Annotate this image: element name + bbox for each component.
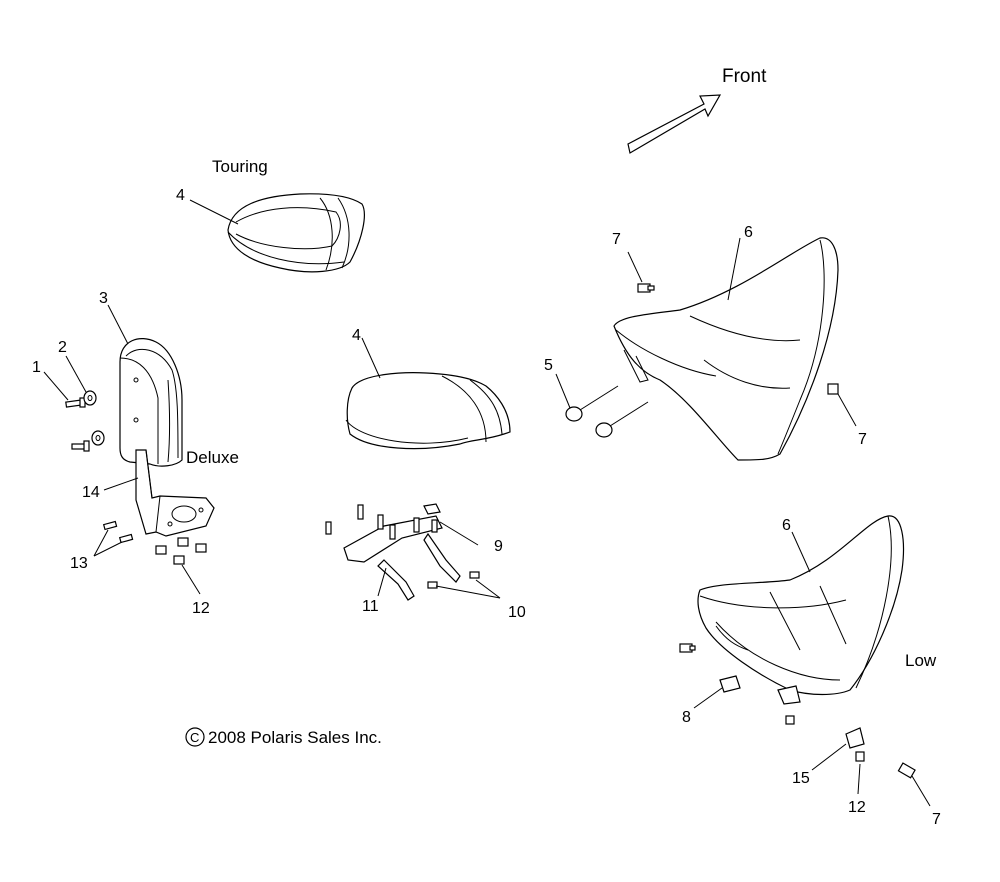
mount-screws-10: [427, 571, 480, 589]
callout-7-right: 7: [858, 431, 867, 448]
seat-screw-7-right: [827, 383, 839, 395]
passenger-seat: [345, 372, 511, 450]
copyright-symbol: C: [190, 730, 199, 745]
copyright-icon: [185, 727, 205, 747]
driver-seat: [613, 237, 839, 461]
callout-10: 10: [508, 604, 526, 621]
callout-4-touring: 4: [176, 187, 185, 204]
low-seat-screw: [679, 643, 696, 653]
touring-passenger-seat: [227, 193, 365, 273]
seat-mount-bracket: [325, 503, 461, 601]
seat-clip-8: [719, 675, 741, 693]
callout-13: 13: [70, 555, 88, 572]
backrest-bracket: [135, 449, 215, 537]
callout-8: 8: [682, 709, 691, 726]
callout-9: 9: [494, 538, 503, 555]
callout-11: 11: [362, 598, 379, 615]
front-label: Front: [722, 66, 767, 87]
low-label: Low: [905, 651, 937, 670]
deluxe-label: Deluxe: [186, 448, 239, 467]
bracket-nuts-12: [155, 537, 207, 565]
bracket-bolt-13a: [102, 520, 118, 531]
callout-15: 15: [792, 770, 810, 787]
callout-14: 14: [82, 484, 100, 501]
touring-label: Touring: [212, 157, 268, 176]
callout-12-low: 12: [848, 799, 866, 816]
backrest-washer-lower: [91, 430, 105, 446]
callout-12-left: 12: [192, 600, 210, 617]
callout-3: 3: [99, 290, 108, 307]
callout-6-low: 6: [782, 517, 791, 534]
callout-6-std: 6: [744, 224, 753, 241]
copyright-text: 2008 Polaris Sales Inc.: [208, 728, 382, 747]
bracket-bolt-13b: [118, 533, 134, 544]
callout-7-top: 7: [612, 231, 621, 248]
low-seat-rear-bracket: [777, 685, 801, 725]
callout-2: 2: [58, 339, 67, 356]
callout-7-bottom: 7: [932, 811, 941, 828]
backrest-bolt-lower: [71, 440, 90, 452]
callout-1: 1: [32, 359, 41, 376]
seat-screw-7-bottom: [897, 762, 916, 779]
callout-5: 5: [544, 357, 553, 374]
low-seat-nut-12: [855, 751, 865, 762]
backrest-bolt-upper: [65, 397, 86, 408]
callout-4-std: 4: [352, 327, 361, 344]
seat-screw-7-top: [637, 283, 655, 293]
backrest-pad: [119, 338, 183, 467]
copyright-notice: C 2008 Polaris Sales Inc.: [185, 727, 382, 747]
front-arrow-icon: [627, 94, 722, 154]
seat-bracket-15: [845, 727, 865, 749]
backrest-washer-upper: [83, 390, 97, 406]
low-driver-seat: [697, 515, 905, 696]
seat-grommets-5: [565, 406, 613, 438]
